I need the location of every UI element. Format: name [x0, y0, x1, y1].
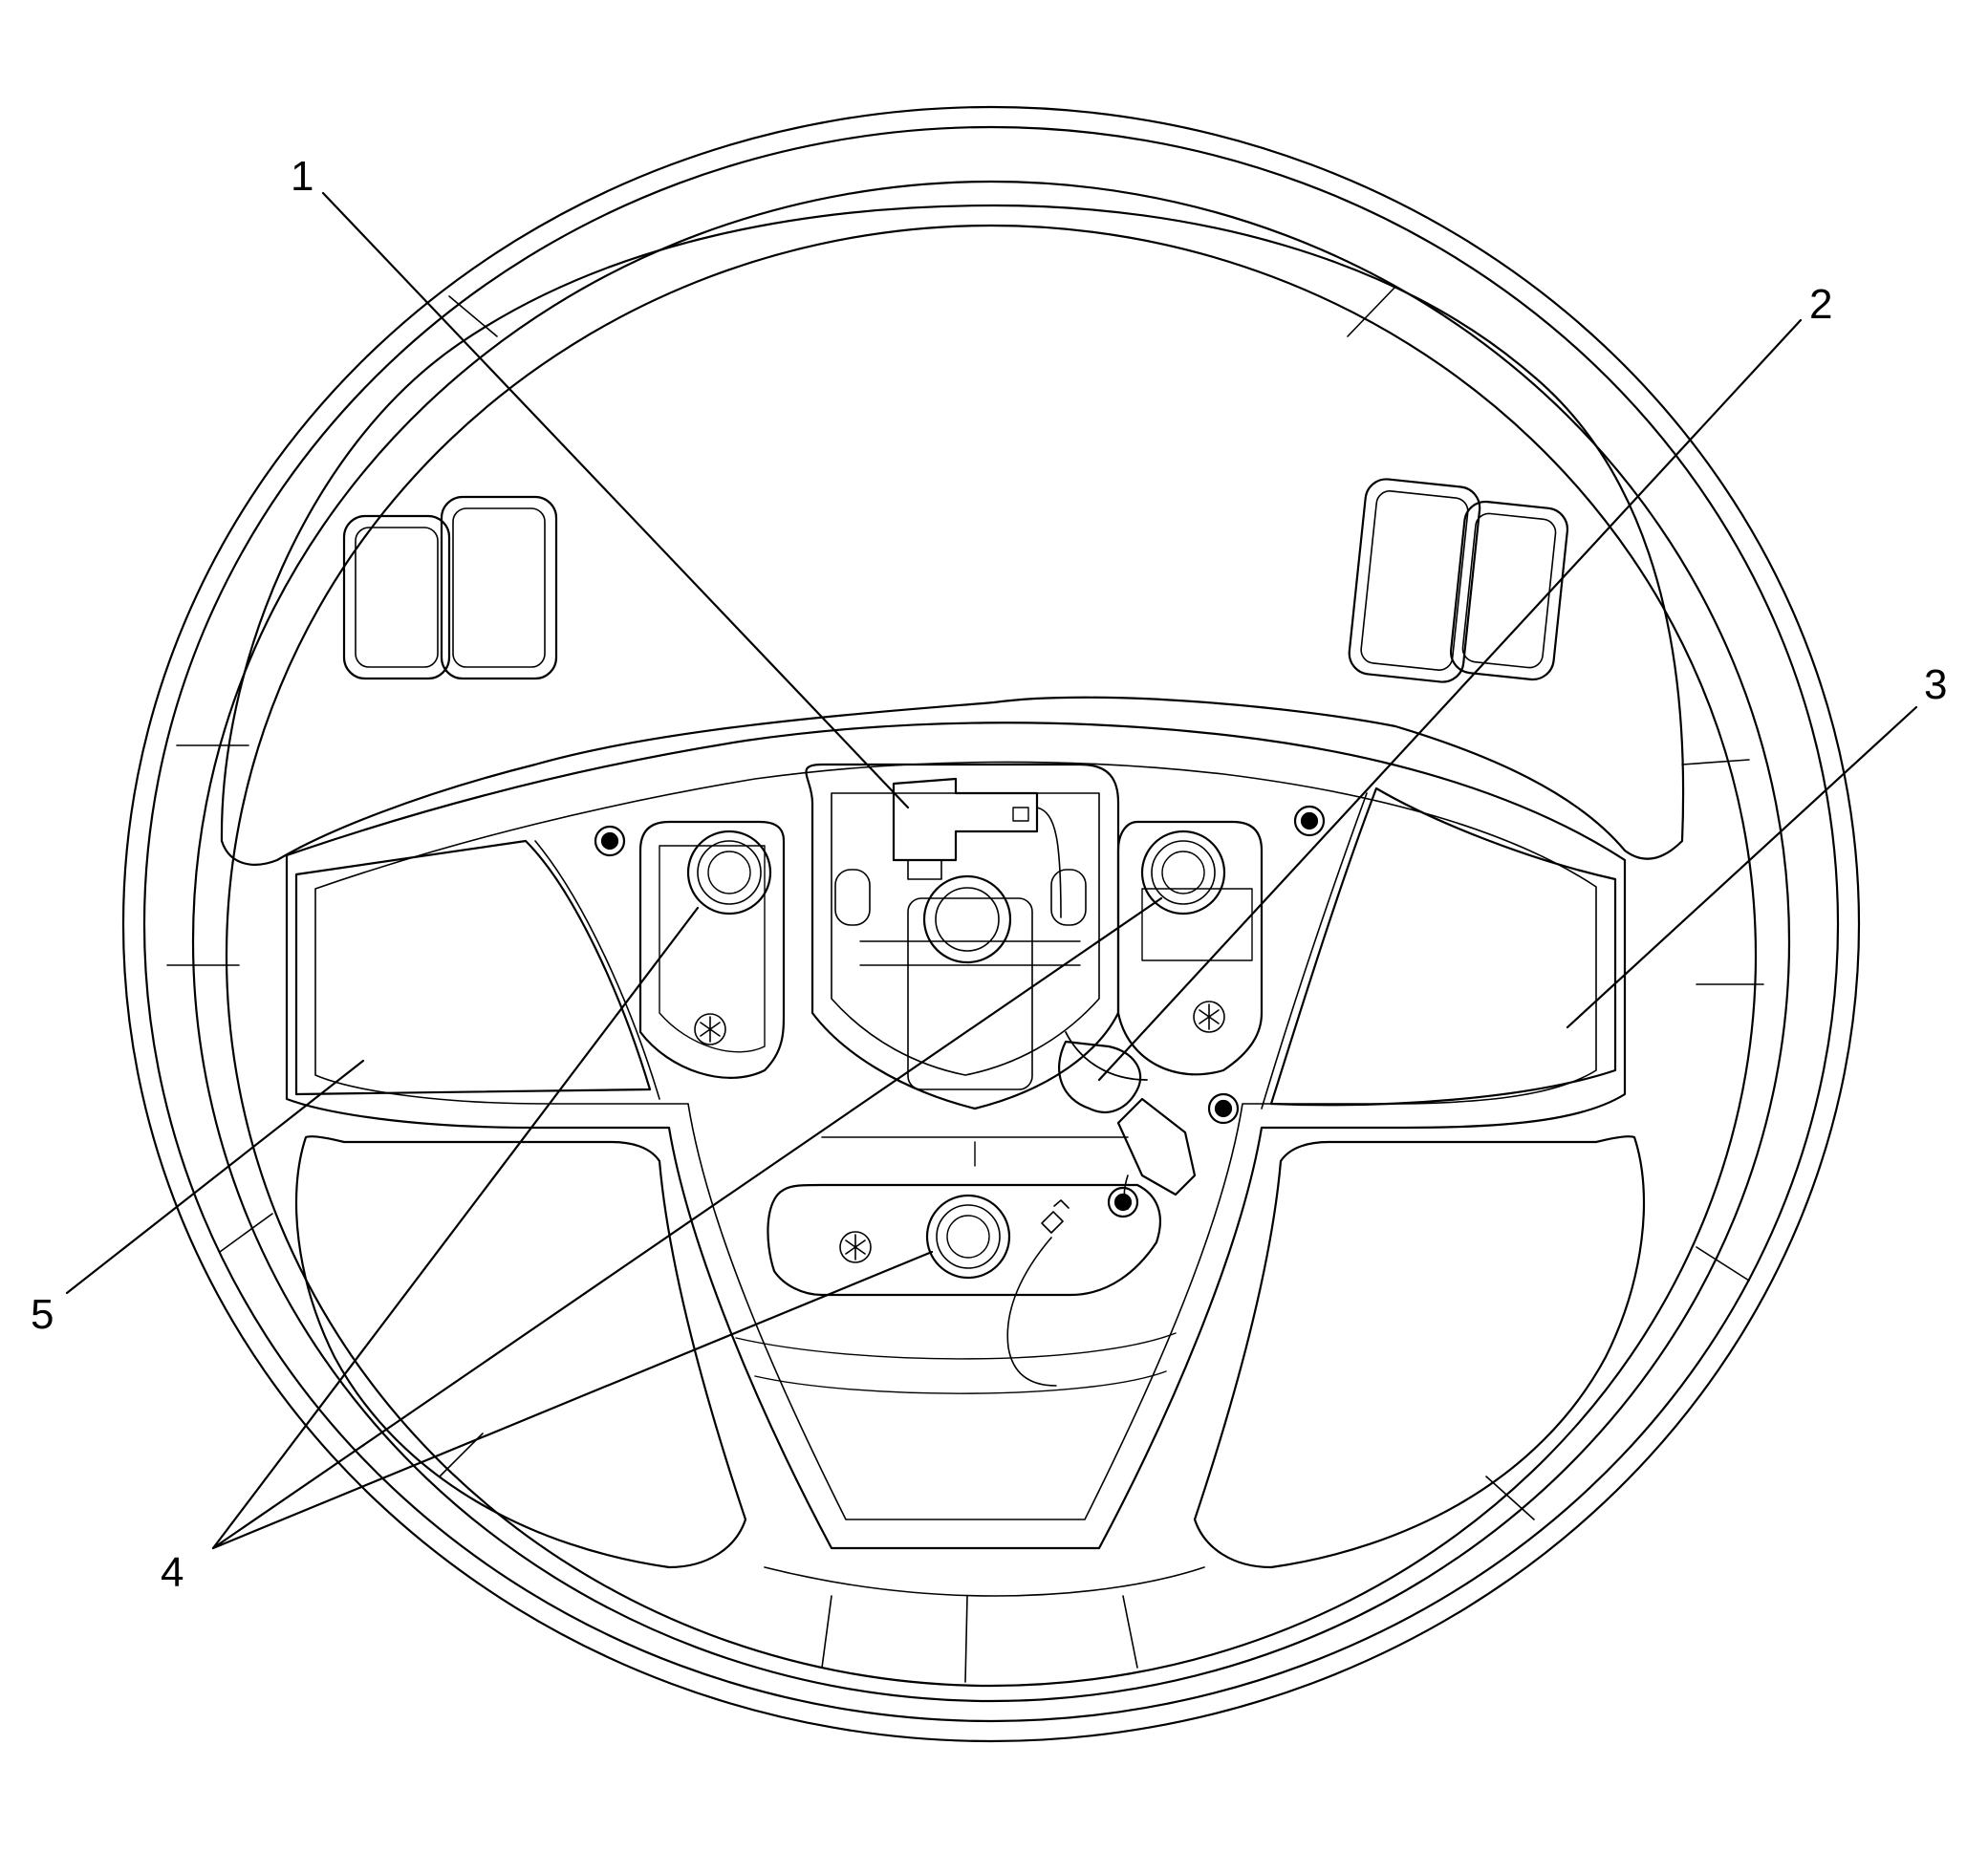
upper-right-bracket — [1116, 820, 1264, 1076]
lower-wire-harness — [1006, 1237, 1057, 1387]
lower-left-opening — [294, 1135, 747, 1569]
callout-4-leaders — [211, 896, 1163, 1550]
callout-2-leader — [1097, 318, 1803, 1082]
horn-fastener-lower — [1107, 1186, 1139, 1218]
torx-screw-lower — [839, 1231, 872, 1263]
right-switch-housing — [1261, 786, 1617, 1110]
switch-fastener-left — [594, 825, 626, 857]
callout-3-leader — [1566, 705, 1918, 1029]
bolt-pocket-upper-left — [686, 830, 772, 916]
left-switch-inner — [440, 495, 558, 680]
rim-segment-marks — [166, 286, 1764, 1683]
callout-1-label: 1 — [291, 153, 313, 200]
upper-left-bracket — [638, 820, 786, 1079]
hub-frame — [805, 763, 1129, 1167]
callout-3-label: 3 — [1924, 661, 1947, 708]
left-switch-outer — [342, 514, 451, 680]
hub-slot-right — [1050, 869, 1087, 926]
switch-fastener-right — [1293, 805, 1326, 837]
lower-wire-connector — [1041, 1199, 1070, 1234]
callout-1-leader — [321, 191, 910, 809]
horn-fastener-upper — [1207, 1092, 1240, 1125]
left-switch-housing — [294, 839, 660, 1100]
torx-screw-left — [694, 1013, 726, 1045]
bolt-pocket-upper-right — [1140, 830, 1226, 916]
right-switch-outer — [1449, 500, 1569, 681]
callout-5-leader — [65, 1059, 365, 1295]
callout-4-label: 4 — [161, 1549, 184, 1596]
hub-slot-left — [834, 869, 871, 926]
steering-column-nut — [922, 874, 1012, 964]
callout-5-label: 5 — [31, 1291, 54, 1338]
upper-opening — [220, 204, 1685, 866]
bolt-pocket-lower — [925, 1194, 1011, 1280]
steering-wheel-rim — [121, 105, 1861, 1743]
lower-bracket — [735, 1183, 1177, 1394]
spoke-pad-outline — [285, 722, 1627, 1550]
torx-screw-right — [1193, 1001, 1225, 1033]
right-switch-inner — [1348, 478, 1481, 683]
airbag-inflator-connector — [892, 777, 1062, 918]
lower-right-opening — [1193, 1135, 1646, 1569]
callout-2-label: 2 — [1809, 281, 1832, 328]
